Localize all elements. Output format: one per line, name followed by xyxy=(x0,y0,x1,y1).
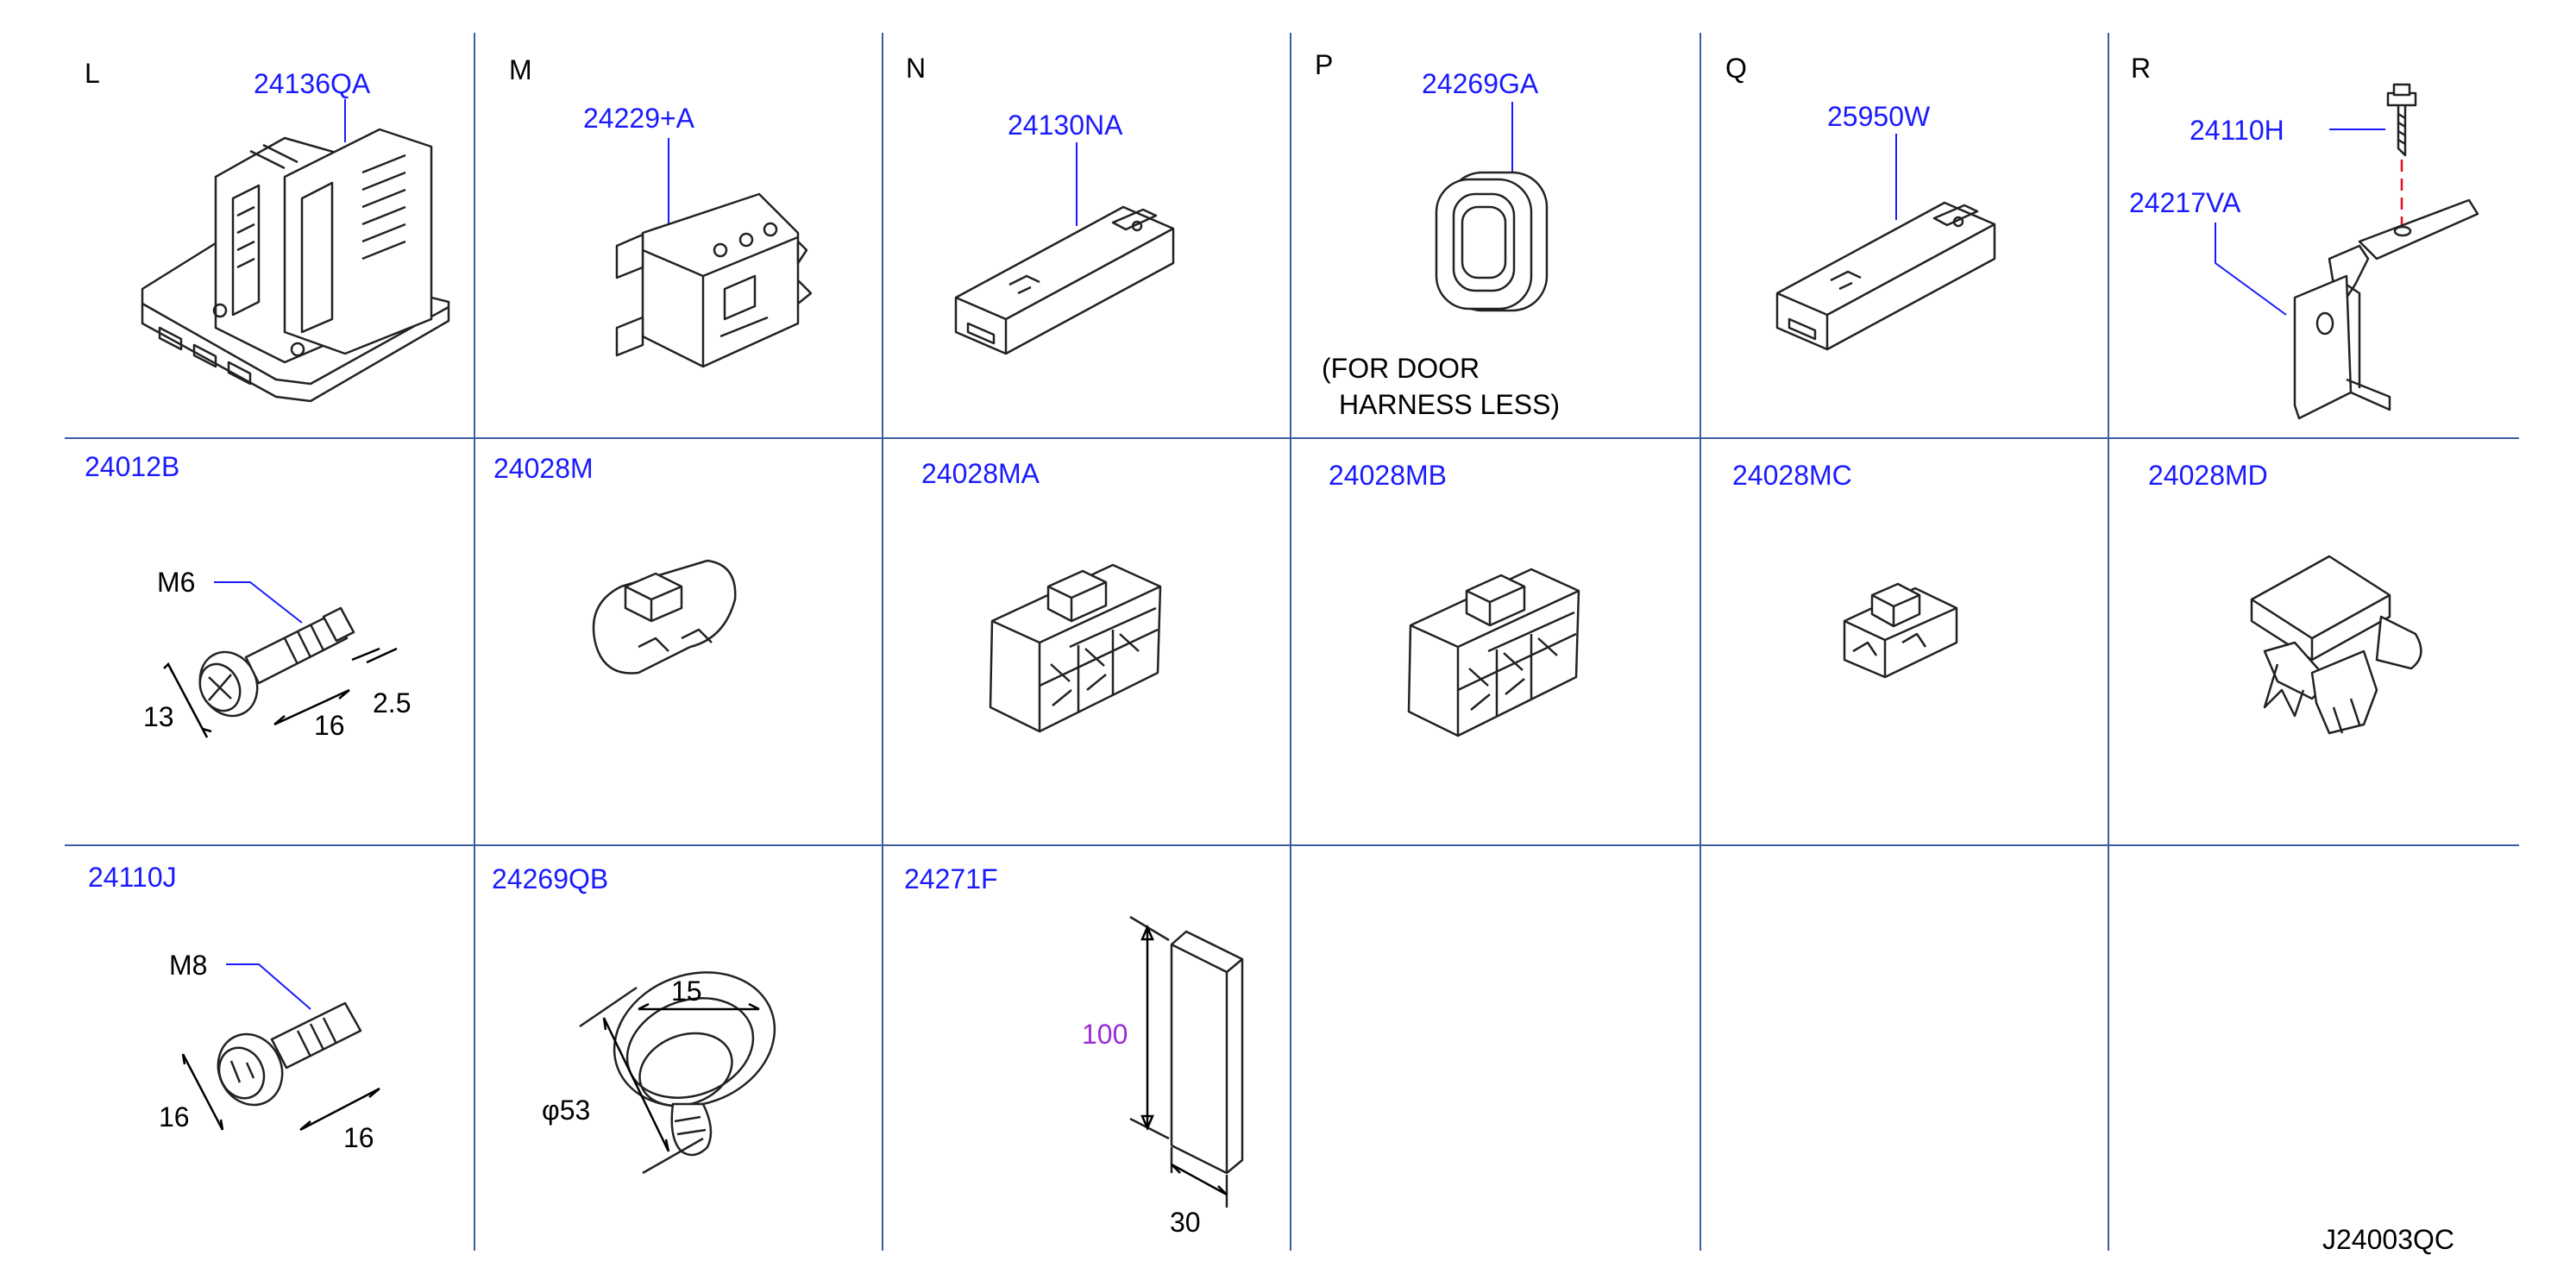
dim-100: 100 xyxy=(1082,1019,1128,1050)
dim-13: 13 xyxy=(143,701,174,732)
dim-line xyxy=(638,1002,760,1011)
dim-line xyxy=(273,688,350,726)
leader-line-bracket xyxy=(2215,223,2287,316)
cell-P: P 24269GA (FOR DOOR HARNESS LESS) xyxy=(1315,49,1560,420)
cell-letter: R xyxy=(2131,53,2151,84)
cell-24028MC: 24028MC xyxy=(1732,460,1958,679)
connector-illustration xyxy=(989,563,1162,733)
connector-illustration xyxy=(1843,582,1958,679)
clip-connector-illustration xyxy=(2250,555,2422,735)
connector-illustration xyxy=(1775,201,1996,351)
note-line-1: (FOR DOOR xyxy=(1322,353,1480,384)
part-number: 24110J xyxy=(88,862,177,893)
dim-line xyxy=(1171,1163,1228,1196)
diagram-code: J24003QC xyxy=(2322,1224,2454,1255)
connector-illustration xyxy=(592,559,737,675)
cell-24269QB: 24269QB 15 φ53 xyxy=(492,863,776,1175)
cell-L: L 24136QA xyxy=(85,58,450,403)
cell-N: N 24130NA xyxy=(906,53,1175,355)
dim-line xyxy=(163,662,212,738)
part-number: 24269GA xyxy=(1422,68,1539,99)
dim-16: 16 xyxy=(314,710,345,741)
part-number: 24012B xyxy=(85,451,179,482)
dim-15: 15 xyxy=(671,976,702,1007)
dim-2-5: 2.5 xyxy=(373,687,411,718)
connector-illustration xyxy=(1407,568,1580,737)
part-number: 24130NA xyxy=(1008,110,1123,141)
cell-letter: L xyxy=(85,58,100,89)
cell-24028MA: 24028MA xyxy=(921,458,1162,733)
part-number: 24269QB xyxy=(492,863,608,894)
bolt-illustration xyxy=(198,606,355,718)
dim-16-b: 16 xyxy=(343,1122,374,1153)
part-number: 24028MA xyxy=(921,458,1040,489)
pad-illustration xyxy=(1170,930,1244,1175)
part-number-bracket: 24217VA xyxy=(2129,187,2241,218)
grommet-illustration xyxy=(1435,171,1549,312)
clip-illustration xyxy=(615,192,813,368)
part-number: 24028MB xyxy=(1329,460,1447,491)
part-number-bolt: 24110H xyxy=(2190,115,2284,146)
cell-letter: M xyxy=(509,54,532,85)
dim-16-a: 16 xyxy=(159,1101,190,1133)
cell-24028M: 24028M xyxy=(493,453,737,675)
cell-letter: P xyxy=(1315,49,1333,80)
dim-line xyxy=(181,1053,224,1131)
part-number: 24028MD xyxy=(2148,460,2268,491)
part-number: 24028M xyxy=(493,453,594,484)
cell-Q: Q 25950W xyxy=(1725,53,1996,351)
dim-line xyxy=(299,1087,380,1132)
cell-letter: N xyxy=(906,53,926,84)
part-number: 24271F xyxy=(904,863,998,894)
bolt-bracket-illustration xyxy=(2293,83,2479,420)
part-number: 24229+A xyxy=(583,103,695,134)
cell-M: M 24229+A xyxy=(509,54,813,368)
connector-illustration xyxy=(954,205,1175,355)
note-line-2: HARNESS LESS) xyxy=(1339,389,1560,420)
dim-phi53: φ53 xyxy=(542,1095,590,1126)
dim-line xyxy=(1140,924,1154,1132)
part-number: 24136QA xyxy=(254,68,371,99)
cell-24028MB: 24028MB xyxy=(1329,460,1580,737)
leader-line xyxy=(226,963,311,1010)
cell-24012B: 24012B M6 13 16 2.5 xyxy=(85,451,411,741)
part-number: 25950W xyxy=(1827,101,1931,132)
dim-line xyxy=(351,647,398,664)
cell-24110J: 24110J M8 16 16 xyxy=(88,862,380,1153)
cell-24028MD: 24028MD xyxy=(2148,460,2422,735)
thread-size: M6 xyxy=(157,567,195,598)
dim-30: 30 xyxy=(1170,1207,1201,1238)
grid xyxy=(65,33,2519,1251)
leader-line xyxy=(214,581,303,624)
dim-line xyxy=(602,1017,670,1152)
thread-size: M8 xyxy=(169,950,207,981)
cell-24271F: 24271F 100 30 xyxy=(904,863,1244,1238)
part-number: 24028MC xyxy=(1732,460,1852,491)
cell-letter: Q xyxy=(1725,53,1747,84)
cell-R: R 24110H 24217VA xyxy=(2129,53,2479,420)
bracket-illustration xyxy=(141,128,450,403)
bolt-illustration xyxy=(217,1001,362,1107)
